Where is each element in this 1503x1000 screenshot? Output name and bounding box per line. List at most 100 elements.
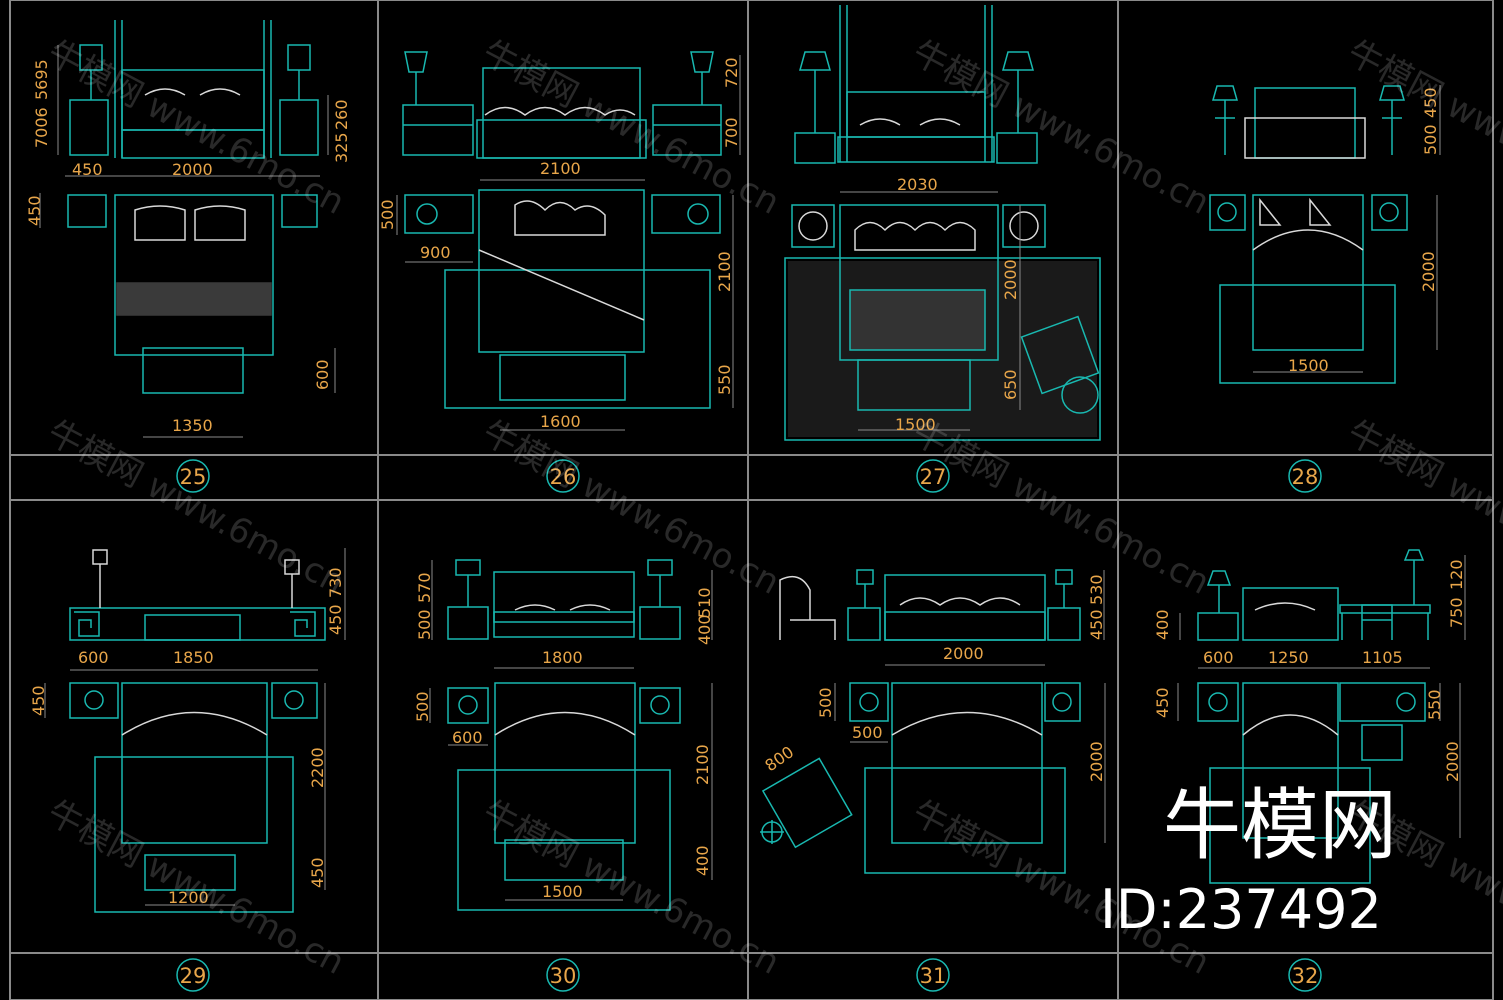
dim-text: 500 xyxy=(378,199,397,230)
dim-text: 325 xyxy=(332,132,351,163)
svg-text:28: 28 xyxy=(1292,465,1319,489)
elevation-26 xyxy=(402,51,722,159)
dim-text: 600 xyxy=(313,359,332,390)
cell-badge-25: 25 xyxy=(176,459,210,493)
dimension-lines-31 xyxy=(834,570,1106,843)
dim-text: 500 xyxy=(415,609,434,640)
dim-text: 600 xyxy=(452,728,483,747)
dim-text: 2030 xyxy=(897,175,938,194)
dim-text: 7006 xyxy=(32,107,51,148)
elevation-25 xyxy=(69,20,319,159)
elevation-27 xyxy=(794,5,1038,164)
dim-text: 450 xyxy=(326,604,345,635)
cell-badge-30: 30 xyxy=(546,958,580,992)
grid-lines xyxy=(9,0,1494,1000)
dim-text: 730 xyxy=(326,567,345,598)
dim-text: 500 xyxy=(413,691,432,722)
dim-text: 2100 xyxy=(693,744,712,785)
svg-text:27: 27 xyxy=(920,465,947,489)
dim-text: 2000 xyxy=(1001,259,1020,300)
dim-text: 450 xyxy=(1421,87,1440,118)
dimension-lines-25 xyxy=(39,45,336,438)
dim-text: 2000 xyxy=(943,644,984,663)
dim-text: 700 xyxy=(722,117,741,148)
dim-text: 2000 xyxy=(1443,741,1462,782)
dimension-lines-32 xyxy=(1177,555,1466,838)
dim-text: 1500 xyxy=(1288,356,1329,375)
svg-text:26: 26 xyxy=(550,465,577,489)
dim-text: 900 xyxy=(420,243,451,262)
dim-text: 500 xyxy=(852,723,883,742)
elevation-30 xyxy=(447,559,681,640)
bed-detail-26 xyxy=(396,51,741,431)
plan-29 xyxy=(69,682,318,913)
dim-text: 500 xyxy=(1421,124,1440,155)
dim-text: 1250 xyxy=(1268,648,1309,667)
dim-text: 510 xyxy=(695,587,714,618)
plan-25 xyxy=(67,194,318,394)
dim-texts-26: 720 700 2100 500 900 2100 550 1600 xyxy=(378,57,741,431)
dim-text: 600 xyxy=(78,648,109,667)
cell-badge-26: 26 xyxy=(546,459,580,493)
bed-detail-31 xyxy=(760,569,1106,874)
cell-badge-32: 32 xyxy=(1288,958,1322,992)
cell-badge-29: 29 xyxy=(176,958,210,992)
dim-text: 1850 xyxy=(173,648,214,667)
dimension-lines-27 xyxy=(840,191,1021,431)
dim-text: 1350 xyxy=(172,416,213,435)
bed-detail-28 xyxy=(1209,85,1441,384)
dim-text: 2000 xyxy=(172,160,213,179)
bed-detail-25 xyxy=(39,20,336,438)
plan-26 xyxy=(404,189,721,409)
svg-text:30: 30 xyxy=(550,964,577,988)
dim-text: 2000 xyxy=(1419,251,1438,292)
brand-name: 牛模网 xyxy=(1163,781,1397,871)
cell-badge-28: 28 xyxy=(1288,459,1322,493)
dim-text: 1600 xyxy=(540,412,581,431)
dimension-lines-29 xyxy=(44,548,346,906)
cell-number-badges: 25 26 27 28 29 30 31 32 xyxy=(176,459,1322,992)
svg-text:29: 29 xyxy=(180,964,207,988)
cell-badge-27: 27 xyxy=(916,459,950,493)
dim-text: 450 xyxy=(1087,609,1106,640)
dim-text: 550 xyxy=(715,364,734,395)
dim-text: 530 xyxy=(1087,574,1106,605)
elevation-31 xyxy=(779,569,1081,641)
elevation-28 xyxy=(1212,85,1405,159)
dim-text: 600 xyxy=(1203,648,1234,667)
bed-detail-29 xyxy=(44,548,346,913)
dim-text: 450 xyxy=(72,160,103,179)
dim-text: 120 xyxy=(1447,559,1466,590)
svg-text:25: 25 xyxy=(180,465,207,489)
elevation-32 xyxy=(1197,549,1431,641)
dim-texts-32: 750 120 400 600 1250 1105 450 550 2000 xyxy=(1153,559,1466,782)
plan-32 xyxy=(1197,682,1426,884)
elevation-29 xyxy=(69,549,326,641)
svg-text:31: 31 xyxy=(920,964,947,988)
dim-text: 400 xyxy=(1153,609,1172,640)
dim-texts-29: 730 450 600 1850 450 2200 450 1200 xyxy=(29,567,345,907)
dim-text: 650 xyxy=(1001,369,1020,400)
plan-28 xyxy=(1209,194,1408,384)
dim-text: 720 xyxy=(722,57,741,88)
dim-text: 2100 xyxy=(715,251,734,292)
dim-text: 570 xyxy=(415,572,434,603)
brand-id: ID:237492 xyxy=(1100,878,1382,941)
plan-30 xyxy=(447,682,681,911)
svg-text:32: 32 xyxy=(1292,964,1319,988)
dim-text: 1105 xyxy=(1362,648,1403,667)
dim-text: 500 xyxy=(816,687,835,718)
dim-text: 750 xyxy=(1447,597,1466,628)
dim-text: 450 xyxy=(1153,687,1172,718)
plan-27 xyxy=(784,204,1101,441)
dim-text: 1800 xyxy=(542,648,583,667)
bed-detail-30 xyxy=(429,559,713,911)
dim-text: 400 xyxy=(693,845,712,876)
dim-text: 1200 xyxy=(168,888,209,907)
dim-text: 2100 xyxy=(540,159,581,178)
plan-31 xyxy=(760,682,1081,874)
dim-texts-28: 500 450 2000 1500 xyxy=(1288,87,1440,375)
dim-text: 450 xyxy=(308,857,327,888)
dim-text: 2000 xyxy=(1087,741,1106,782)
